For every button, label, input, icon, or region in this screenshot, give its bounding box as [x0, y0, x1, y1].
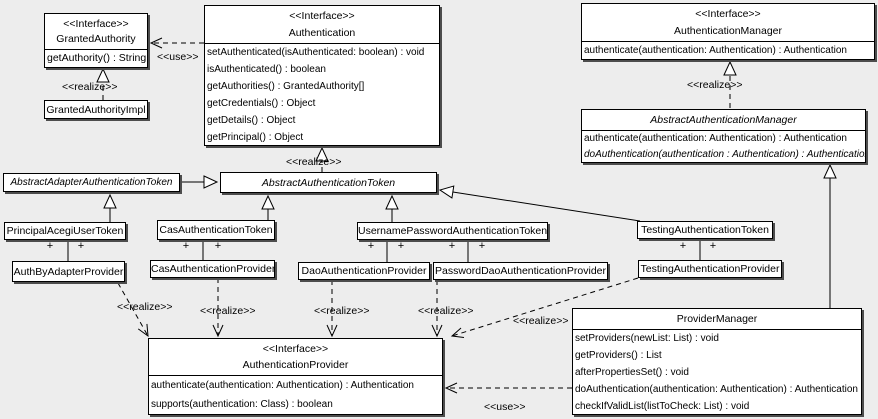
class-name: TestingAuthenticationToken	[641, 224, 769, 236]
method-item: doAuthentication(authentication: Authent…	[575, 384, 858, 395]
class-name: UsernamePasswordAuthenticationToken	[358, 225, 547, 237]
class-name: ProviderManager	[676, 313, 758, 325]
class-name: CasAuthenticationProvider	[151, 263, 274, 275]
class-abstract-authentication-manager[interactable]: AbstractAuthenticationManager authentica…	[581, 109, 866, 163]
class-granted-authority[interactable]: <<Interface>> GrantedAuthority getAuthor…	[44, 13, 148, 68]
class-granted-authority-impl[interactable]: GrantedAuthorityImpl	[44, 100, 148, 119]
method-item: getPrincipal() : Object	[207, 132, 304, 143]
class-name: AuthenticationManager	[674, 24, 782, 37]
use-label: <<use>>	[157, 51, 199, 63]
class-testing-authentication-token[interactable]: TestingAuthenticationToken	[637, 221, 773, 239]
class-name: AuthenticationProvider	[242, 359, 349, 371]
stereotype-label: <<Interface>>	[695, 8, 761, 21]
stereotype-label: <<Interface>>	[63, 17, 129, 30]
realize-label: <<realize>>	[314, 305, 370, 317]
class-password-dao-authentication-provider[interactable]: PasswordDaoAuthenticationProvider	[433, 262, 608, 280]
method-item: getProviders() : List	[575, 350, 662, 361]
class-name: AbstractAdapterAuthenticationToken	[10, 177, 173, 188]
multiplicity-plus: +	[46, 240, 54, 252]
class-name: PrincipalAcegiUserToken	[6, 225, 124, 237]
realize-label: <<realize>>	[117, 301, 173, 313]
realize-label: <<realize>>	[513, 315, 569, 327]
class-name: GrantedAuthorityImpl	[46, 103, 146, 116]
realize-label: <<realize>>	[418, 305, 474, 317]
method-item: getAuthority() : String	[47, 52, 147, 64]
class-abstract-authentication-token[interactable]: AbstractAuthenticationToken	[220, 172, 437, 193]
multiplicity-plus: +	[679, 240, 687, 252]
realize-label: <<realize>>	[286, 156, 342, 168]
class-name: TestingAuthenticationProvider	[640, 263, 780, 275]
method-item: supports(authentication: Class) : boolea…	[151, 399, 333, 410]
edge-gen-testingtoken-to-abstracttoken	[438, 185, 641, 222]
class-name: PasswordDaoAuthenticationProvider	[434, 265, 606, 277]
method-item: setAuthenticated(isAuthenticated: boolea…	[207, 47, 425, 58]
edge-realize-testingprovider	[450, 277, 639, 338]
method-item: authenticate(authentication: Authenticat…	[584, 133, 847, 144]
method-item: doAuthentication(authentication : Authen…	[584, 149, 865, 160]
class-name: AbstractAuthenticationManager	[650, 114, 797, 126]
edge-realize-authbyadapterprovider	[117, 282, 149, 338]
method-item: setProviders(newList: List) : void	[575, 333, 719, 344]
multiplicity-plus: +	[709, 240, 717, 252]
method-item: authenticate(authentication: Authenticat…	[584, 45, 847, 56]
method-item: afterPropertiesSet() : void	[575, 367, 689, 378]
method-item: getAuthorities() : GrantedAuthority[]	[207, 81, 365, 92]
multiplicity-plus: +	[397, 240, 405, 252]
multiplicity-plus: +	[214, 240, 222, 252]
class-authentication-manager[interactable]: <<Interface>> AuthenticationManager auth…	[581, 3, 875, 60]
multiplicity-plus: +	[77, 240, 85, 252]
multiplicity-plus: +	[448, 240, 456, 252]
class-principal-acegi-user-token[interactable]: PrincipalAcegiUserToken	[4, 222, 126, 240]
class-cas-authentication-provider[interactable]: CasAuthenticationProvider	[150, 260, 275, 278]
class-name: Authentication	[288, 26, 356, 39]
class-username-password-authentication-token[interactable]: UsernamePasswordAuthenticationToken	[357, 222, 548, 240]
class-name: CasAuthenticationToken	[159, 224, 273, 236]
class-name: AuthByAdapterProvider	[13, 265, 124, 278]
class-provider-manager[interactable]: ProviderManager setProviders(newList: Li…	[572, 308, 862, 415]
stereotype-label: <<Interface>>	[289, 10, 355, 23]
method-item: authenticate(authentication: Authenticat…	[151, 380, 414, 391]
multiplicity-plus: +	[182, 240, 190, 252]
multiplicity-plus: +	[478, 240, 486, 252]
method-item: isAuthenticated() : boolean	[207, 64, 326, 75]
use-label: <<use>>	[484, 401, 526, 413]
method-item: checkIfValidList(listToCheck: List) : vo…	[575, 401, 750, 412]
class-abstract-adapter-authentication-token[interactable]: AbstractAdapterAuthenticationToken	[3, 173, 180, 192]
class-dao-authentication-provider[interactable]: DaoAuthenticationProvider	[298, 262, 430, 280]
class-name: GrantedAuthority	[56, 33, 136, 46]
class-authentication-provider[interactable]: <<Interface>> AuthenticationProvider aut…	[148, 338, 443, 415]
class-name: AbstractAuthenticationToken	[261, 176, 396, 189]
class-authentication[interactable]: <<Interface>> Authentication setAuthenti…	[204, 5, 440, 146]
multiplicity-plus: +	[367, 240, 375, 252]
class-name: DaoAuthenticationProvider	[301, 265, 427, 277]
stereotype-label: <<Interface>>	[262, 343, 329, 355]
class-cas-authentication-token[interactable]: CasAuthenticationToken	[157, 220, 275, 240]
method-item: getCredentials() : Object	[207, 98, 316, 109]
method-item: getDetails() : Object	[207, 115, 296, 126]
realize-label: <<realize>>	[62, 81, 118, 93]
realize-label: <<realize>>	[687, 79, 743, 91]
class-auth-by-adapter-provider[interactable]: AuthByAdapterProvider	[12, 261, 125, 282]
class-testing-authentication-provider[interactable]: TestingAuthenticationProvider	[638, 260, 782, 278]
realize-label: <<realize>>	[200, 305, 256, 317]
